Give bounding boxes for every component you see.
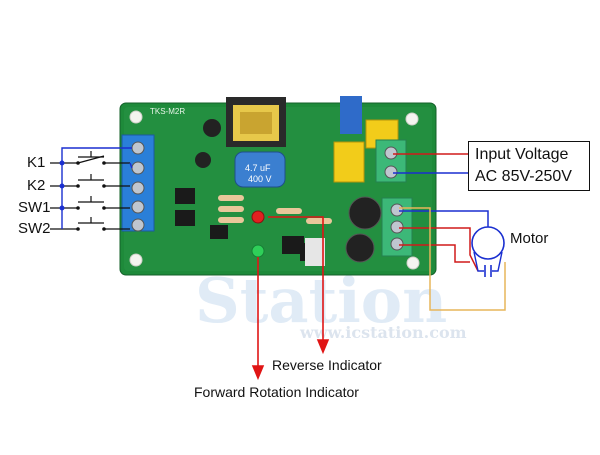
label-sw2: SW2 (18, 220, 51, 237)
mount-hole (129, 253, 143, 267)
small-cap (195, 152, 211, 168)
resistor (218, 217, 244, 223)
indicator-arrows (251, 216, 330, 381)
electrolytic-cap (345, 233, 375, 263)
transformer (226, 97, 286, 147)
film-capacitor (340, 96, 362, 134)
input-voltage-box: Input Voltage AC 85V-250V (468, 141, 590, 191)
motor-icon (471, 226, 505, 260)
mount-hole (406, 256, 420, 270)
mount-hole (405, 112, 419, 126)
pcb-board: TKS-M2R 4.7 uF 400 V (119, 96, 437, 276)
relay (305, 238, 325, 266)
motor-symbol (471, 226, 505, 277)
ic-chip (282, 236, 304, 254)
label-k1: K1 (27, 154, 46, 171)
ic-chip (175, 188, 195, 204)
input-voltage-title: Input Voltage (475, 146, 569, 163)
x-capacitor (333, 141, 365, 183)
terminal-block-motor (381, 197, 413, 257)
blue-capacitor (234, 151, 286, 188)
input-voltage-range: AC 85V-250V (475, 168, 572, 185)
ic-chip (175, 210, 195, 226)
ic-chip (210, 225, 228, 239)
electrolytic-cap (348, 196, 382, 230)
motor-label: Motor (510, 230, 549, 247)
watermark: Station www.icstation.com (195, 264, 467, 342)
forward-indicator-label: Forward Rotation Indicator (194, 384, 359, 400)
small-cap (203, 119, 221, 137)
power-input-wires (393, 153, 468, 174)
resistor (306, 218, 332, 224)
resistor (276, 208, 302, 214)
mount-hole (129, 110, 143, 124)
switch-common-wire (59, 147, 133, 229)
capacitor-voltage: 400 V (248, 174, 272, 184)
reverse-led (251, 210, 265, 224)
label-sw1: SW1 (18, 199, 51, 216)
reverse-indicator-label: Reverse Indicator (272, 357, 382, 373)
terminal-block-power (375, 139, 407, 183)
resistor (218, 195, 244, 201)
watermark-url: www.icstation.com (299, 323, 467, 342)
capacitor-value: 4.7 uF (245, 163, 271, 173)
label-k2: K2 (27, 177, 46, 194)
motor-wiring (399, 207, 506, 311)
resistor (218, 206, 244, 212)
forward-led (251, 244, 265, 258)
board-model: TKS-M2R (150, 107, 185, 116)
terminal-block-left (121, 134, 155, 232)
switch-pins (76, 161, 106, 231)
watermark-brand: Station (195, 264, 447, 337)
